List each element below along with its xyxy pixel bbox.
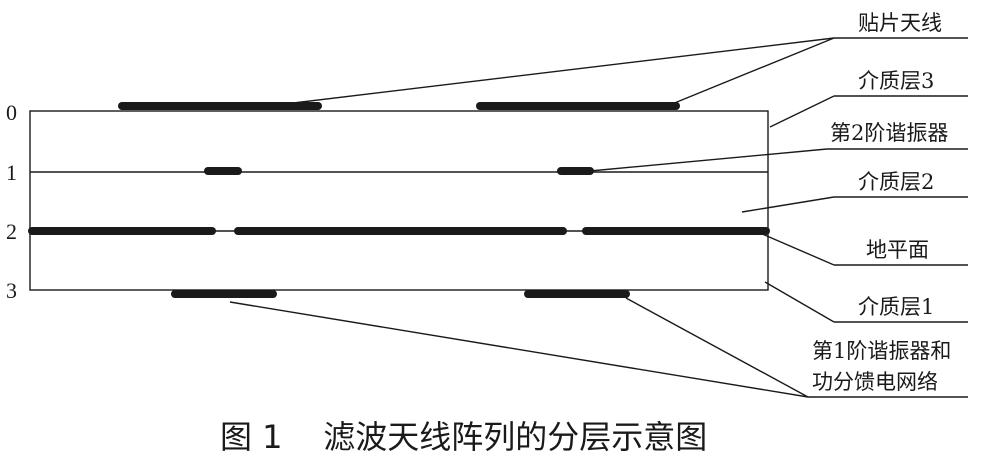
- label-resonator-2: 第2阶谐振器: [830, 121, 948, 145]
- leader-patch-left: [284, 37, 835, 105]
- label-ground-plane: 地平面: [866, 238, 929, 262]
- leader-resonator-1-left: [229, 301, 809, 398]
- leader-resonator-1-right: [625, 297, 809, 398]
- substrate-outline: [29, 110, 769, 291]
- layer-number-0: 0: [6, 100, 17, 125]
- leader-dielectric-3: [769, 95, 835, 128]
- layer-number-3: 3: [6, 278, 17, 303]
- label-resonator-1-line1: 第1阶谐振器和: [812, 339, 951, 363]
- label-dielectric-2: 介质层2: [858, 170, 934, 194]
- label-dielectric-1: 介质层1: [858, 295, 934, 319]
- leader-patch-right: [671, 37, 835, 105]
- leader-dielectric-2: [741, 196, 835, 213]
- label-resonator-1-line2: 功分馈电网络: [812, 370, 938, 394]
- label-dielectric-3: 介质层3: [858, 69, 934, 93]
- leader-dielectric-1: [764, 281, 835, 323]
- layer-number-1: 1: [6, 160, 17, 185]
- leader-resonator-2: [589, 148, 828, 172]
- layer-number-2: 2: [6, 219, 17, 244]
- leader-ground-plane: [759, 232, 835, 266]
- label-patch-antenna: 贴片天线: [858, 11, 942, 35]
- figure-caption: 图 1 滤波天线阵列的分层示意图: [220, 418, 707, 456]
